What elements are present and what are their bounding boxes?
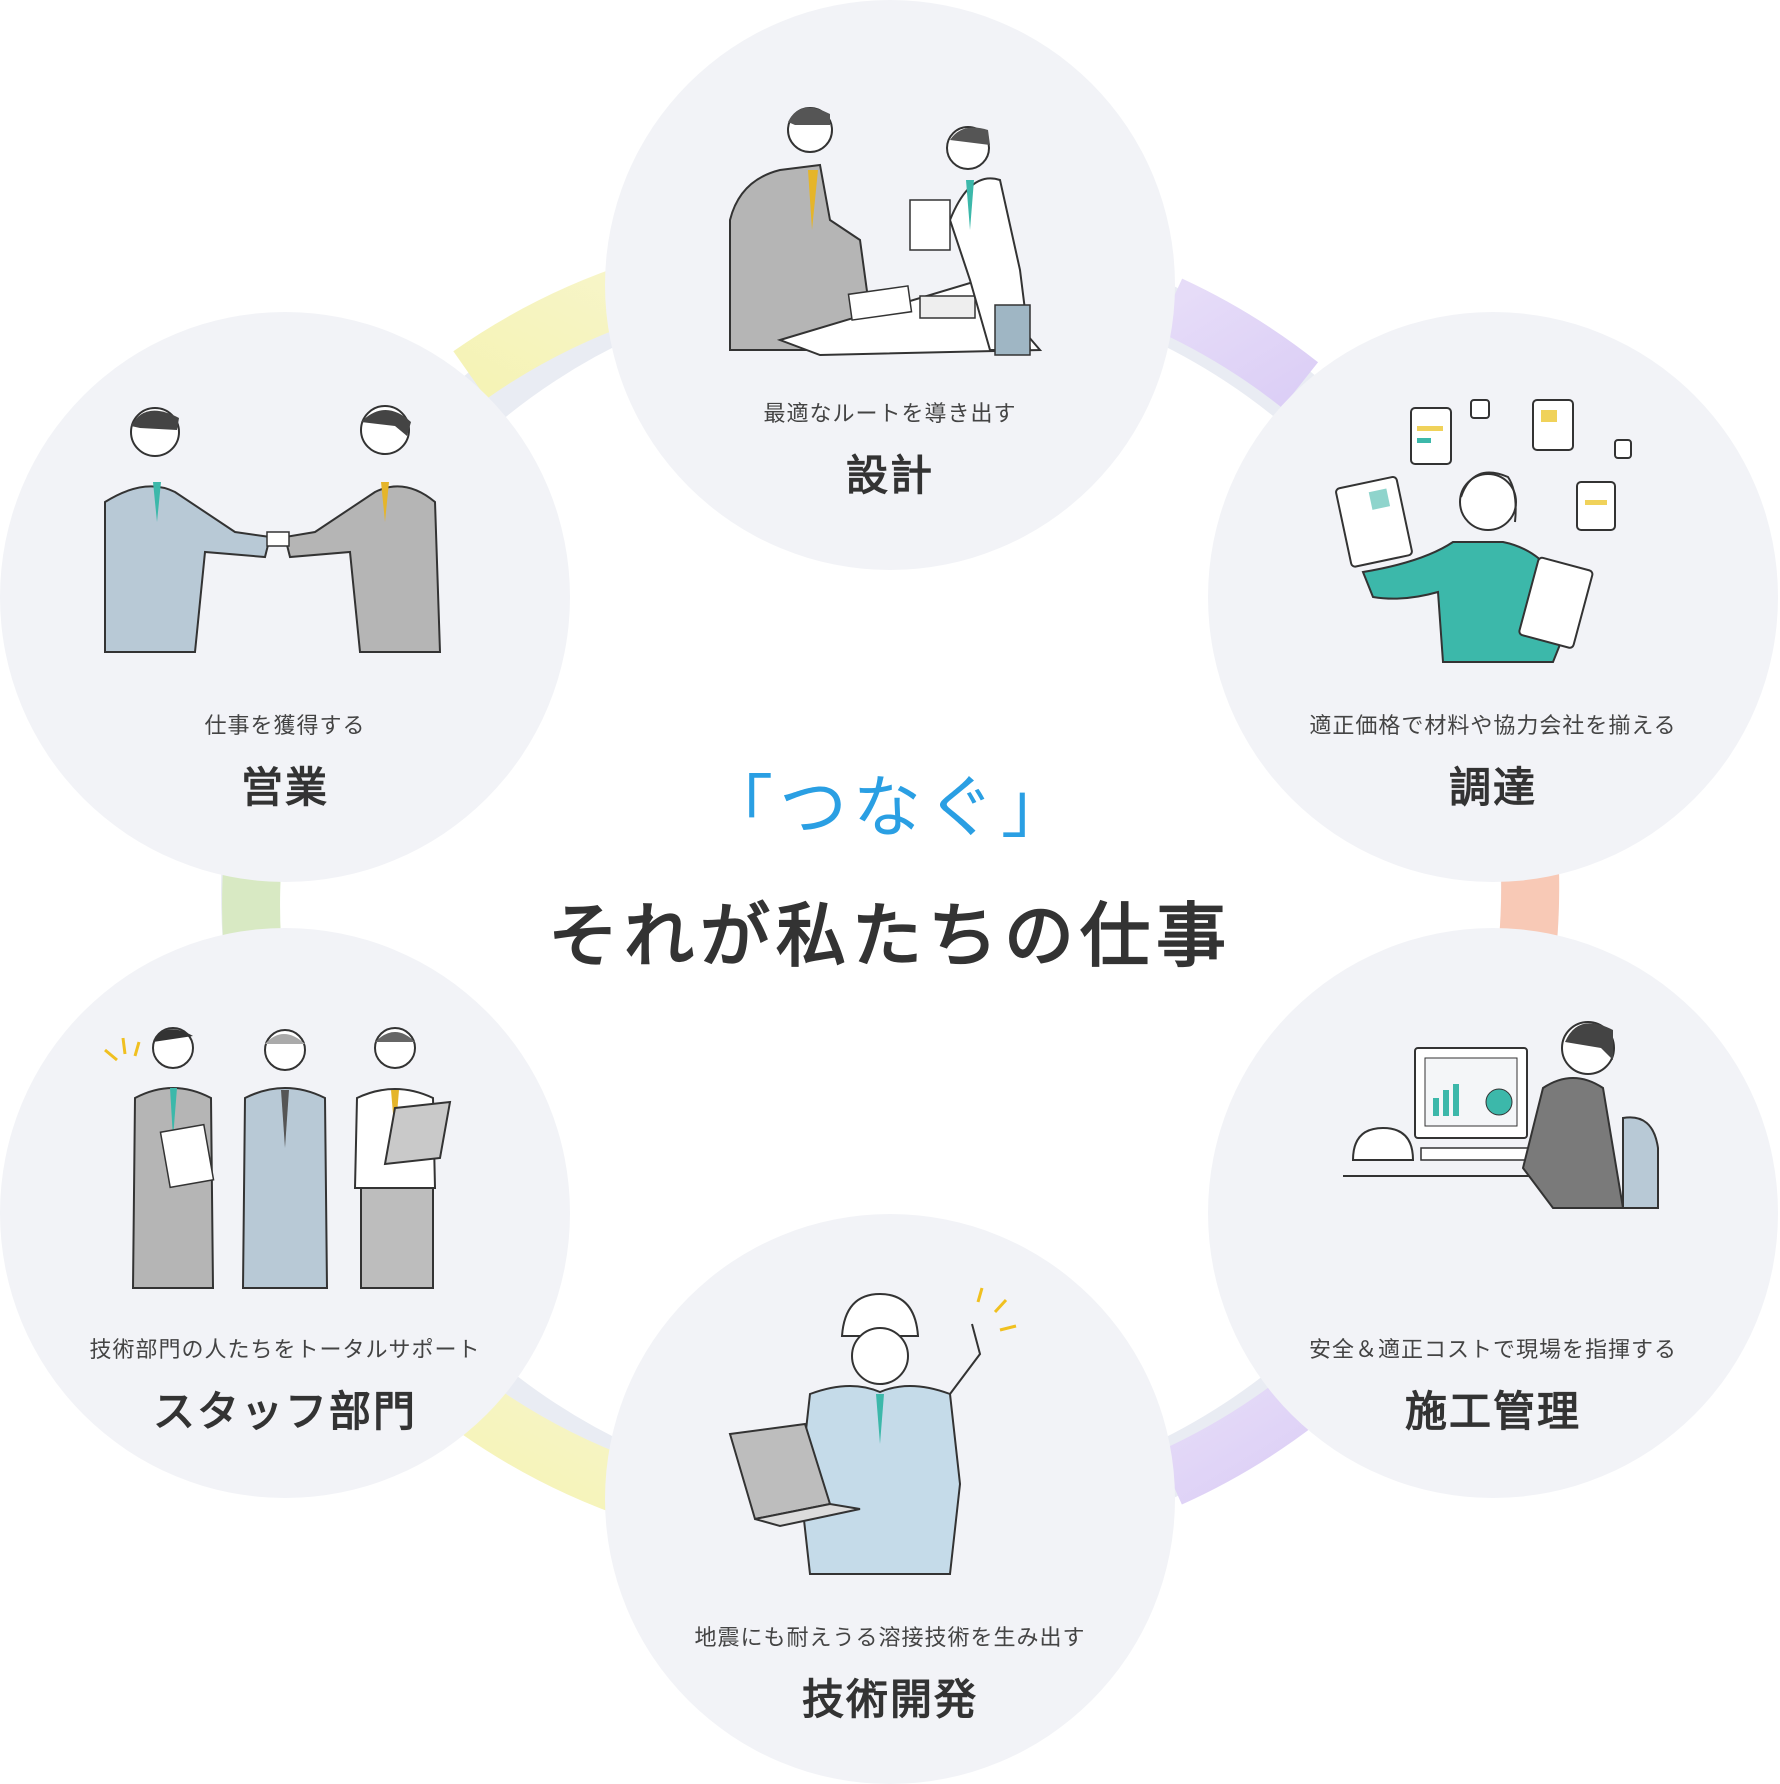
role-caption: 仕事を獲得する bbox=[204, 714, 366, 739]
role-title: 技術開発 bbox=[801, 1675, 978, 1724]
role-card-design: 最適なルートを導き出す 設計 bbox=[605, 0, 1175, 570]
engineer-laptop-icon bbox=[728, 1287, 1017, 1575]
computer-desk-icon bbox=[1343, 1021, 1659, 1209]
handshake-icon bbox=[104, 405, 442, 653]
role-title: 設計 bbox=[845, 451, 934, 500]
role-caption: 安全＆適正コストで現場を指揮する bbox=[1308, 1338, 1677, 1363]
role-title: 営業 bbox=[240, 763, 329, 812]
center-headline: それが私たちの仕事 bbox=[548, 894, 1232, 977]
role-caption: 技術部門の人たちをトータルサポート bbox=[89, 1338, 481, 1363]
documents-icon bbox=[1335, 399, 1632, 663]
meeting-icon bbox=[729, 107, 1043, 357]
role-card-procurement: 適正価格で材料や協力会社を揃える 調達 bbox=[1208, 312, 1778, 882]
role-title: 施工管理 bbox=[1404, 1387, 1581, 1436]
team-icon bbox=[104, 1027, 452, 1289]
role-card-staff: 技術部門の人たちをトータルサポート スタッフ部門 bbox=[0, 928, 570, 1498]
role-card-sales: 仕事を獲得する 営業 bbox=[0, 312, 570, 882]
role-card-rnd: 地震にも耐えうる溶接技術を生み出す 技術開発 bbox=[605, 1214, 1175, 1784]
role-title: スタッフ部門 bbox=[152, 1387, 417, 1436]
role-card-construction: 安全＆適正コストで現場を指揮する 施工管理 bbox=[1208, 928, 1778, 1498]
role-caption: 地震にも耐えうる溶接技術を生み出す bbox=[694, 1626, 1086, 1651]
role-caption: 適正価格で材料や協力会社を揃える bbox=[1309, 714, 1677, 739]
ring-segment-purple-top bbox=[1157, 278, 1319, 408]
center-highlight: 「つなぐ」 bbox=[704, 769, 1075, 848]
role-caption: 最適なルートを導き出す bbox=[763, 402, 1017, 427]
role-title: 調達 bbox=[1448, 763, 1537, 812]
